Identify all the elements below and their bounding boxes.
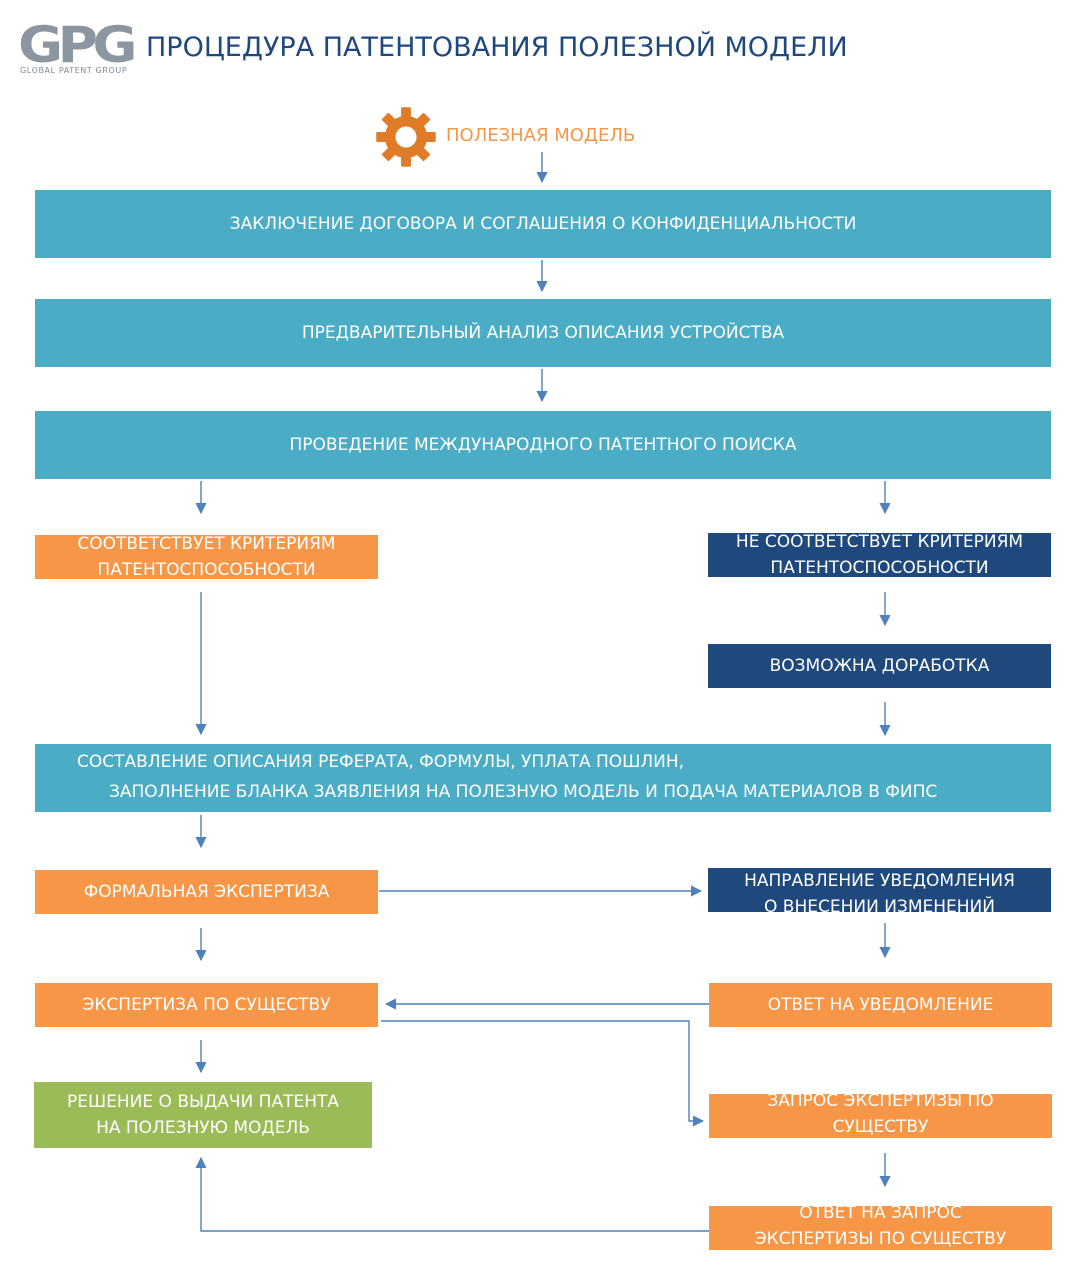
step-exam-request-line1: ЗАПРОС ЭКСПЕРТИЗЫ ПО (767, 1094, 994, 1111)
logo: GPG (18, 16, 139, 74)
step-revision: ВОЗМОЖНА ДОРАБОТКА (708, 644, 1051, 688)
step-drafting-line2: ЗАПОЛНЕНИЕ БЛАНКА ЗАЯВЛЕНИЯ НА ПОЛЕЗНУЮ … (109, 782, 938, 802)
step-revision-label: ВОЗМОЖНА ДОРАБОТКА (769, 656, 990, 676)
step-search-label: ПРОВЕДЕНИЕ МЕЖДУНАРОДНОГО ПАТЕНТНОГО ПОИ… (289, 435, 797, 455)
step-formal-exam: ФОРМАЛЬНАЯ ЭКСПЕРТИЗА (35, 870, 378, 914)
step-not-meets-criteria-line2: ПАТЕНТОСПОСОБНОСТИ (770, 558, 989, 577)
step-notice-line2: О ВНЕСЕНИИ ИЗМЕНЕНИЙ (764, 896, 995, 913)
step-analysis: ПРЕДВАРИТЕЛЬНЫЙ АНАЛИЗ ОПИСАНИЯ УСТРОЙСТ… (35, 299, 1051, 367)
step-notice-reply-label: ОТВЕТ НА УВЕДОМЛЕНИЕ (767, 995, 994, 1015)
arrow-substantive-to-exam-request (381, 1020, 705, 1127)
step-analysis-label: ПРЕДВАРИТЕЛЬНЫЙ АНАЛИЗ ОПИСАНИЯ УСТРОЙСТ… (301, 323, 785, 343)
step-decision-line1: РЕШЕНИЕ О ВЫДАЧИ ПАТЕНТА (66, 1092, 340, 1112)
step-substantive-exam: ЭКСПЕРТИЗА ПО СУЩЕСТВУ (35, 983, 378, 1027)
step-not-meets-criteria-line1: НЕ СООТВЕТСТВУЕТ КРИТЕРИЯМ (735, 533, 1024, 552)
step-drafting: СОСТАВЛЕНИЕ ОПИСАНИЯ РЕФЕРАТА, ФОРМУЛЫ, … (35, 744, 1051, 812)
logo-mark: GPG (18, 16, 139, 74)
step-meets-criteria: СООТВЕТСТВУЕТ КРИТЕРИЯМ ПАТЕНТОСПОСОБНОС… (35, 535, 378, 579)
step-drafting-line1: СОСТАВЛЕНИЕ ОПИСАНИЯ РЕФЕРАТА, ФОРМУЛЫ, … (77, 752, 685, 772)
step-formal-exam-label: ФОРМАЛЬНАЯ ЭКСПЕРТИЗА (83, 882, 330, 902)
step-substantive-exam-label: ЭКСПЕРТИЗА ПО СУЩЕСТВУ (82, 995, 331, 1015)
step-notice-line1: НАПРАВЛЕНИЕ УВЕДОМЛЕНИЯ (744, 870, 1015, 891)
step-request-reply-line2: ЭКСПЕРТИЗЫ ПО СУЩЕСТВУ (754, 1229, 1007, 1249)
step-decision: РЕШЕНИЕ О ВЫДАЧИ ПАТЕНТА НА ПОЛЕЗНУЮ МОД… (34, 1082, 372, 1148)
gear-icon (376, 107, 436, 167)
logo-subtitle: GLOBAL PATENT GROUP (20, 66, 128, 75)
step-contract: ЗАКЛЮЧЕНИЕ ДОГОВОРА И СОГЛАШЕНИЯ О КОНФИ… (35, 190, 1051, 258)
page-title: ПРОЦЕДУРА ПАТЕНТОВАНИЯ ПОЛЕЗНОЙ МОДЕЛИ (146, 32, 848, 63)
step-notice-reply: ОТВЕТ НА УВЕДОМЛЕНИЕ (709, 983, 1052, 1027)
step-contract-label: ЗАКЛЮЧЕНИЕ ДОГОВОРА И СОГЛАШЕНИЯ О КОНФИ… (229, 214, 857, 234)
step-exam-request: ЗАПРОС ЭКСПЕРТИЗЫ ПО СУЩЕСТВУ (709, 1094, 1052, 1138)
step-exam-request-line2: СУЩЕСТВУ (832, 1117, 929, 1137)
step-meets-criteria-line2: ПАТЕНТОСПОСОБНОСТИ (97, 560, 316, 579)
step-search: ПРОВЕДЕНИЕ МЕЖДУНАРОДНОГО ПАТЕНТНОГО ПОИ… (35, 411, 1051, 479)
step-request-reply-line1: ОТВЕТ НА ЗАПРОС (799, 1206, 962, 1223)
step-meets-criteria-line1: СООТВЕТСТВУЕТ КРИТЕРИЯМ (77, 535, 336, 554)
step-not-meets-criteria: НЕ СООТВЕТСТВУЕТ КРИТЕРИЯМ ПАТЕНТОСПОСОБ… (708, 533, 1051, 577)
step-request-reply: ОТВЕТ НА ЗАПРОС ЭКСПЕРТИЗЫ ПО СУЩЕСТВУ (709, 1206, 1052, 1250)
step-decision-line2: НА ПОЛЕЗНУЮ МОДЕЛЬ (96, 1118, 310, 1138)
arrow-request-reply-to-decision (195, 1156, 709, 1232)
start-label: ПОЛЕЗНАЯ МОДЕЛЬ (446, 125, 636, 146)
svg-text:GPG: GPG (18, 16, 134, 68)
step-notice: НАПРАВЛЕНИЕ УВЕДОМЛЕНИЯ О ВНЕСЕНИИ ИЗМЕН… (708, 868, 1051, 912)
